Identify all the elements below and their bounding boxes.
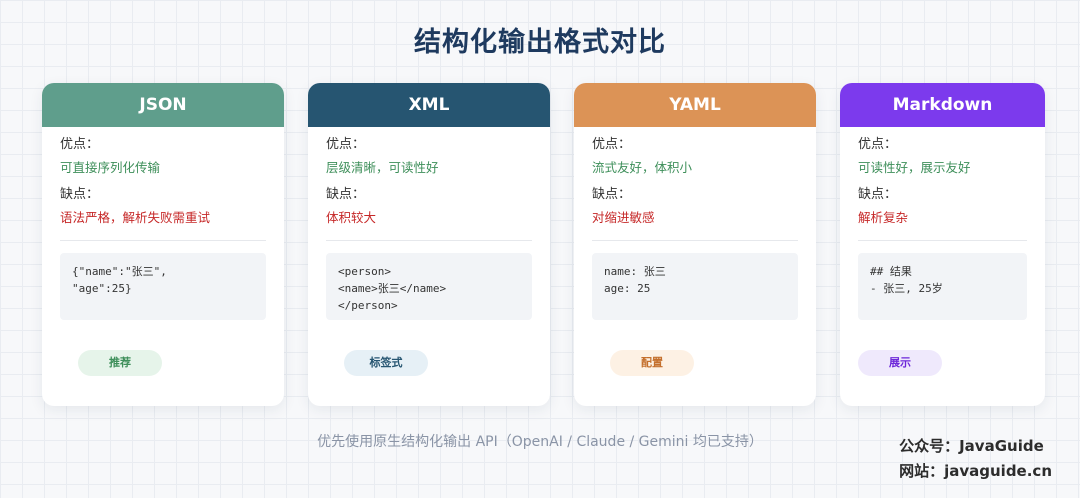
brand-wechat: 公众号：JavaGuide [899,437,1044,455]
brand-website: 网站：javaguide.cn [899,462,1052,480]
cons-label: 缺点： [326,187,366,202]
cons-text: 语法严格，解析失败需重试 [60,210,211,225]
pros-label: 优点： [60,137,100,152]
code-example: ## 结果 - 张三, 25岁 [858,253,1027,320]
divider [858,240,1027,241]
badge-display: 展示 [858,350,942,376]
pros-text: 可读性好，展示友好 [858,160,971,175]
pros-label: 优点： [326,137,366,152]
pros-text: 可直接序列化传输 [60,160,161,175]
badge-recommend: 推荐 [78,350,162,376]
code-example: {"name":"张三", "age":25} [60,253,266,320]
code-example: <person> <name>张三</name> </person> [326,253,532,320]
pros-text: 层级清晰，可读性好 [326,160,439,175]
card-header-xml: XML [308,83,550,127]
brand-watermark: 公众号：JavaGuide 网站：javaguide.cn [899,434,1052,484]
pros-text: 流式友好，体积小 [592,160,693,175]
divider [60,240,266,241]
cons-label: 缺点： [858,187,898,202]
card-yaml: YAML 优点： 流式友好，体积小 缺点： 对缩进敏感 name: 张三 age… [574,83,816,406]
card-markdown: Markdown 优点： 可读性好，展示友好 缺点： 解析复杂 ## 结果 - … [840,83,1045,406]
cons-text: 对缩进敏感 [592,210,655,225]
card-xml: XML 优点： 层级清晰，可读性好 缺点： 体积较大 <person> <nam… [308,83,550,406]
card-header-json: JSON [42,83,284,127]
code-example: name: 张三 age: 25 [592,253,798,320]
pros-label: 优点： [858,137,898,152]
card-header-yaml: YAML [574,83,816,127]
divider [326,240,532,241]
cons-text: 体积较大 [326,210,377,225]
badge-config: 配置 [610,350,694,376]
pros-label: 优点： [592,137,632,152]
footer-note: 优先使用原生结构化输出 API（OpenAI / Claude / Gemini… [317,434,763,450]
cons-label: 缺点： [60,187,100,202]
card-header-markdown: Markdown [840,83,1045,127]
badge-tag-style: 标签式 [344,350,428,376]
card-json: JSON 优点： 可直接序列化传输 缺点： 语法严格，解析失败需重试 {"nam… [42,83,284,406]
page-title: 结构化输出格式对比 [414,27,666,58]
divider [592,240,798,241]
cons-label: 缺点： [592,187,632,202]
cons-text: 解析复杂 [858,210,909,225]
